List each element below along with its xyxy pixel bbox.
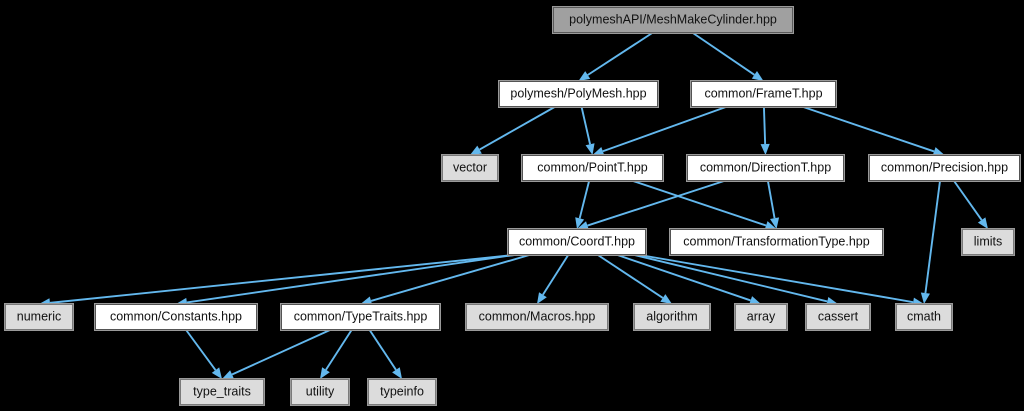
graph-edge-polymesh-to-pointt xyxy=(580,106,591,145)
graph-node-typetraits[interactable]: common/TypeTraits.hpp xyxy=(280,303,441,331)
graph-node-label: cmath xyxy=(906,309,942,324)
graph-node-label: common/TransformationType.hpp xyxy=(683,234,870,249)
graph-node-label: common/Macros.hpp xyxy=(478,309,596,324)
graph-node-label: array xyxy=(746,309,776,324)
graph-edge-arrowhead-typetraits-to-typeinfo xyxy=(392,367,402,379)
graph-node-typetraits_std[interactable]: type_traits xyxy=(179,378,265,406)
graph-node-algorithm[interactable]: algorithm xyxy=(633,303,711,331)
graph-node-coordt[interactable]: common/CoordT.hpp xyxy=(507,228,647,256)
graph-edge-arrowhead-framet-to-directiont xyxy=(760,143,770,155)
graph-node-macros[interactable]: common/Macros.hpp xyxy=(465,303,609,331)
graph-edge-coordt-to-algorithm xyxy=(597,254,664,299)
graph-node-root[interactable]: polymeshAPI/MeshMakeCylinder.hpp xyxy=(552,6,794,34)
graph-edge-arrowhead-precision-to-limits xyxy=(977,217,988,229)
graph-edge-arrowhead-directiont-to-transtype xyxy=(770,217,780,229)
graph-edge-root-to-framet xyxy=(692,32,755,76)
graph-edge-coordt-to-typetraits xyxy=(370,254,530,302)
graph-edge-typetraits-to-typeinfo xyxy=(368,329,397,371)
graph-edge-root-to-polymesh xyxy=(587,32,653,76)
graph-node-directiont[interactable]: common/DirectionT.hpp xyxy=(686,154,845,182)
graph-node-label: common/CoordT.hpp xyxy=(518,234,636,249)
graph-node-utility[interactable]: utility xyxy=(290,378,350,406)
graph-node-label: polymeshAPI/MeshMakeCylinder.hpp xyxy=(569,12,777,27)
graph-edge-arrowhead-precision-to-cmath xyxy=(920,292,930,304)
graph-edge-pointt-to-coordt xyxy=(578,180,591,219)
graph-node-label: common/DirectionT.hpp xyxy=(699,160,832,175)
graph-edge-arrowhead-coordt-to-macros xyxy=(537,292,547,304)
graph-node-numeric[interactable]: numeric xyxy=(4,303,74,331)
graph-edge-arrowhead-typetraits-to-typetraits_std xyxy=(222,370,234,379)
graph-edge-coordt-to-macros xyxy=(542,254,570,296)
graph-node-framet[interactable]: common/FrameT.hpp xyxy=(690,80,837,108)
graph-edge-framet-to-pointt xyxy=(602,106,727,153)
graph-edge-framet-to-precision xyxy=(803,106,935,153)
graph-node-cassert[interactable]: cassert xyxy=(805,303,871,331)
graph-node-array[interactable]: array xyxy=(734,303,788,331)
graph-node-label: type_traits xyxy=(193,384,251,399)
graph-node-constants[interactable]: common/Constants.hpp xyxy=(94,303,258,331)
graph-edge-framet-to-directiont xyxy=(762,106,767,145)
graph-node-label: polymesh/PolyMesh.hpp xyxy=(510,86,647,101)
graph-edge-coordt-to-numeric xyxy=(49,254,515,304)
graph-edge-arrowhead-constants-to-typetraits_std xyxy=(211,367,222,379)
graph-node-label: limits xyxy=(973,234,1003,249)
graph-node-cmath[interactable]: cmath xyxy=(895,303,953,331)
graph-edge-arrowhead-typetraits-to-utility xyxy=(320,367,330,379)
graph-edge-coordt-to-cmath xyxy=(639,254,914,304)
graph-edge-directiont-to-coordt xyxy=(587,180,725,227)
graph-node-label: common/Constants.hpp xyxy=(109,309,242,324)
graph-node-label: utility xyxy=(305,384,335,399)
graph-edge-arrowhead-root-to-polymesh xyxy=(578,71,591,81)
graph-edge-pointt-to-transtype xyxy=(632,180,767,227)
graph-node-transtype[interactable]: common/TransformationType.hpp xyxy=(669,228,884,256)
graph-edge-precision-to-cmath xyxy=(924,180,941,294)
graph-edge-precision-to-limits xyxy=(953,180,983,221)
graph-edge-arrowhead-polymesh-to-vector xyxy=(470,145,482,155)
graph-edge-polymesh-to-vector xyxy=(479,106,556,151)
graph-edge-directiont-to-transtype xyxy=(766,180,776,219)
graph-edge-arrowhead-coordt-to-algorithm xyxy=(660,294,672,304)
graph-node-label: vector xyxy=(452,160,488,175)
graph-node-label: typeinfo xyxy=(380,384,424,399)
graph-edge-arrowhead-polymesh-to-pointt xyxy=(585,143,595,155)
graph-edge-coordt-to-array xyxy=(617,254,751,302)
graph-node-vector[interactable]: vector xyxy=(441,154,499,182)
graph-edge-typetraits-to-typetraits_std xyxy=(231,329,331,376)
graph-node-label: cassert xyxy=(817,309,859,324)
graph-edge-typetraits-to-utility xyxy=(325,329,353,371)
graph-node-label: common/PointT.hpp xyxy=(537,160,648,175)
graph-edge-constants-to-typetraits_std xyxy=(185,329,217,371)
graph-node-label: algorithm xyxy=(646,309,698,324)
graph-edge-arrowhead-pointt-to-coordt xyxy=(575,217,585,229)
graph-node-label: common/Precision.hpp xyxy=(880,160,1009,175)
graph-edge-arrowhead-root-to-framet xyxy=(751,71,764,81)
graph-node-precision[interactable]: common/Precision.hpp xyxy=(868,154,1021,182)
graph-edge-coordt-to-cassert xyxy=(634,254,828,303)
graph-edge-coordt-to-constants xyxy=(186,254,515,304)
graph-node-limits[interactable]: limits xyxy=(961,228,1015,256)
graph-node-label: common/FrameT.hpp xyxy=(704,86,823,101)
graph-node-label: numeric xyxy=(16,309,62,324)
graph-node-pointt[interactable]: common/PointT.hpp xyxy=(521,154,664,182)
graph-node-label: common/TypeTraits.hpp xyxy=(293,309,428,324)
graph-node-polymesh[interactable]: polymesh/PolyMesh.hpp xyxy=(498,80,659,108)
graph-node-typeinfo[interactable]: typeinfo xyxy=(367,378,437,406)
